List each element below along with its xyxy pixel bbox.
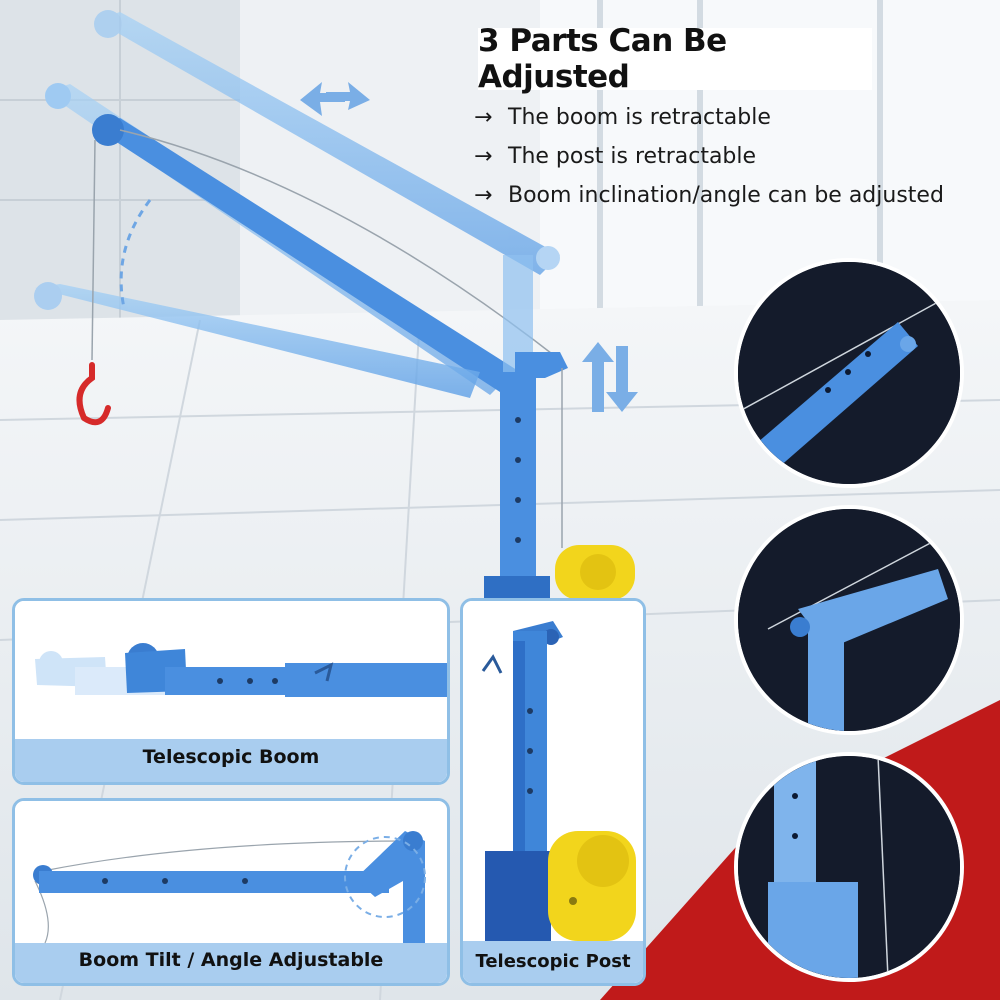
feature-item-post: → The post is retractable: [474, 139, 1000, 178]
panel-caption: Boom Tilt / Angle Adjustable: [78, 949, 384, 971]
tilt-arc: [119, 199, 152, 309]
page-title: 3 Parts Can Be Adjusted: [478, 23, 872, 95]
right-arrow-icon: →: [474, 183, 493, 208]
right-arrow-icon: →: [474, 144, 493, 169]
panel-boom-tilt: Boom Tilt / Angle Adjustable: [12, 798, 450, 986]
double-arrow-horizontal-icon: [300, 82, 370, 116]
boom-middle-position: [45, 83, 520, 395]
feature-item-boom: → The boom is retractable: [474, 100, 1000, 139]
panel-telescopic-post: Telescopic Post: [460, 598, 646, 986]
hook-icon: [76, 362, 111, 426]
feature-text: The post is retractable: [508, 144, 757, 169]
feature-text: Boom inclination/angle can be adjusted: [508, 183, 944, 208]
feature-list: → The boom is retractable → The post is re…: [474, 100, 1000, 217]
boom-lower-position: [34, 282, 480, 398]
telescopic-post-image: [463, 601, 643, 983]
crane-post: [484, 255, 568, 600]
panel-caption: Telescopic Boom: [142, 746, 320, 768]
feature-text: The boom is retractable: [508, 105, 771, 130]
panel-caption: Telescopic Post: [475, 951, 631, 972]
double-arrow-vertical-icon: [582, 342, 638, 412]
right-arrow-icon: →: [474, 105, 493, 130]
panel-telescopic-boom: Telescopic Boom: [12, 598, 450, 785]
boom-upper-position: [94, 10, 560, 275]
winch: [555, 545, 635, 600]
feature-item-angle: → Boom inclination/angle can be adjusted: [474, 178, 1000, 217]
detail-circle-boom-holes: [734, 258, 964, 488]
detail-circle-post-base: [734, 752, 964, 982]
detail-circle-boom-joint: [734, 505, 964, 735]
telescopic-boom-image: [15, 601, 447, 782]
boom-tilt-image: [15, 801, 447, 983]
